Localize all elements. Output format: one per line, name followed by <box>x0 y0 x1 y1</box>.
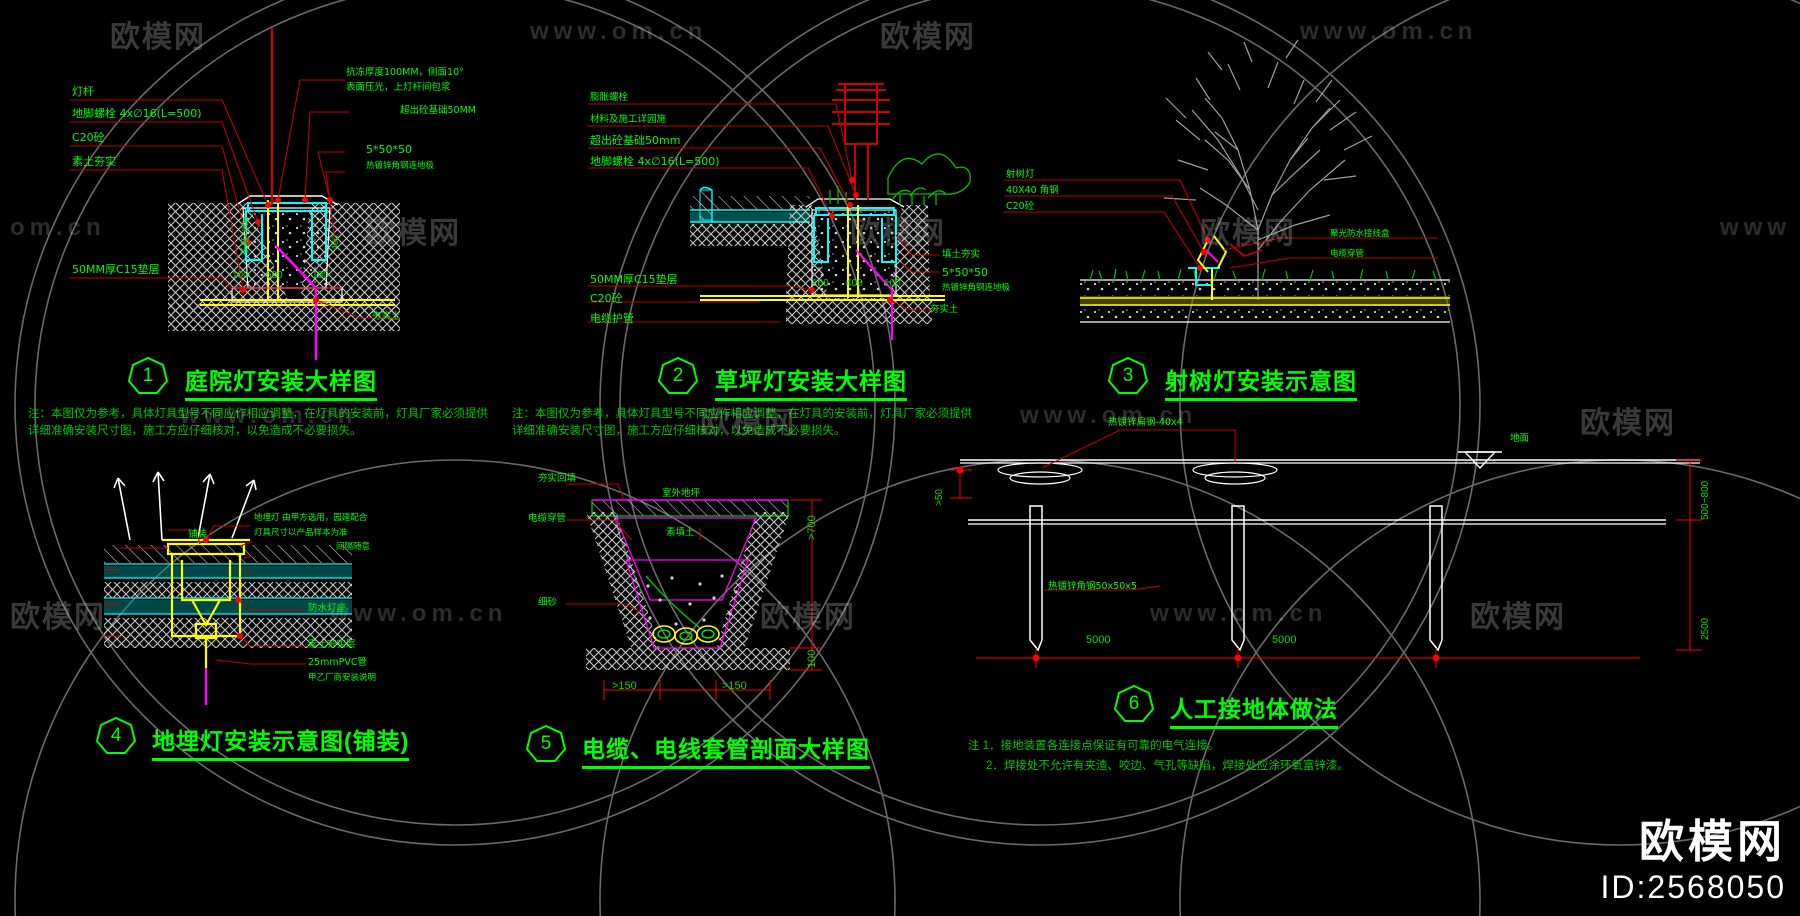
detail-2-label-conduit: 电缆护管 <box>590 312 634 325</box>
detail-3-label-2: C20砼 <box>1006 201 1035 212</box>
detail-6-number: 6 <box>1128 693 1140 714</box>
detail-5-label-2: 细砂 <box>538 597 558 608</box>
detail-4-label-bottom-note: 甲乙厂商安装说明 <box>308 673 377 683</box>
detail-1-label-bottom: 夯实土 <box>372 311 401 322</box>
detail-2-label-base: 50MM厚C15垫层 <box>590 273 678 286</box>
detail-1-label-3: 素土夯实 <box>72 155 116 168</box>
detail-5-title: 电缆、电线套管剖面大样图 <box>582 730 870 769</box>
detail-6-dim-5000a: 5000 <box>1086 634 1111 646</box>
detail-5-dim-150a: >150 <box>612 680 637 692</box>
detail-2-label-r2: 热镀锌角钢连地极 <box>942 283 1011 293</box>
site-badge: 欧模网 ID:2568050 <box>1601 816 1786 906</box>
detail-1-number: 1 <box>142 365 154 386</box>
detail-1-label-1: 地脚螺栓 4x∅16(L=500) <box>72 107 202 120</box>
detail-1-note: 注：本图仅为参考，具体灯具型号不同应作相应调整，在灯具的安装前，灯具厂家必须提供… <box>28 408 488 437</box>
detail-5-dim-150b: >150 <box>722 680 747 692</box>
detail-1-label-0: 灯杆 <box>72 85 94 98</box>
detail-4-title: 地埋灯安装示意图(铺装) <box>152 722 410 761</box>
detail-1-label-r1: 表面压光，上灯杆间包浆 <box>346 82 451 93</box>
detail-3-label-r1: 电缆穿管 <box>1330 249 1365 259</box>
detail-3-title: 射树灯安装示意图 <box>1165 362 1357 401</box>
detail-6-label-rod: 热镀锌角钢50x50x5 <box>1048 581 1137 592</box>
detail-1-label-base: 50MM厚C15垫层 <box>72 263 160 276</box>
detail-1-label-r2: 超出砼基础50MM <box>400 105 476 116</box>
detail-2-label-c20: C20砼 <box>590 292 623 305</box>
detail-2-label-r1: 5*50*50 <box>942 266 988 279</box>
detail-4-label-r2: 间隔随意 <box>336 542 371 552</box>
detail-2-dim-1: 400 <box>846 278 863 289</box>
site-badge-id: ID:2568050 <box>1600 869 1786 905</box>
detail-2-label-r0: 填土夯实 <box>942 249 981 260</box>
detail-4-label-r1: 灯具尺寸以产品样本为准 <box>254 528 348 538</box>
site-badge-title: 欧模网 <box>1638 816 1786 867</box>
detail-5-label-inner-1: 素填土 <box>666 527 695 538</box>
detail-2-number: 2 <box>672 365 684 386</box>
detail-2-label-1: 材料及施工详园施 <box>590 114 667 125</box>
detail-5-label-inner-0: 室外地坪 <box>662 488 701 499</box>
detail-6-label-top-0: 热镀锌扁钢-40x4 <box>1108 417 1183 428</box>
detail-6-note-2: 2．焊接处不允许有夹渣、咬边、气孔等缺陷，焊接处应涂环氧富锌漆。 <box>986 760 1349 772</box>
detail-2-dim-0: 100 <box>812 278 829 289</box>
detail-1-dim-100a: 100 <box>232 270 249 281</box>
detail-2-label-0: 膨胀螺栓 <box>590 92 629 103</box>
detail-4-label-r5: 25mmPVC管 <box>308 657 367 668</box>
detail-4-label-r4: 素土夯实层 <box>308 639 356 650</box>
detail-1-dim-500: 500 <box>266 270 283 281</box>
detail-3-number: 3 <box>1122 365 1134 386</box>
detail-6-label-top-1: 地面 <box>1510 433 1530 444</box>
detail-5-number: 5 <box>540 733 552 754</box>
detail-4-label-r0: 地埋灯 由甲方选用，园建配合 <box>254 513 368 523</box>
detail-5-label-1: 电缆穿管 <box>528 513 567 524</box>
detail-1-label-r4: 热镀锌角钢连地极 <box>366 161 435 171</box>
detail-2-note: 注：本图仅为参考，具体灯具型号不同应作相应调整，在灯具的安装前，灯具厂家必须提供… <box>512 408 972 437</box>
detail-1-label-2: C20砼 <box>72 131 105 144</box>
detail-2-dim-2: 100 <box>884 278 901 289</box>
detail-6-dim-5000b: 5000 <box>1272 634 1297 646</box>
detail-5-label-0: 夯实回填 <box>538 473 577 484</box>
detail-2-title: 草坪灯安装大样图 <box>715 362 907 401</box>
detail-1-title: 庭院灯安装大样图 <box>185 362 377 401</box>
detail-4-label-r3: 防水灯座 <box>308 603 347 614</box>
detail-1-label-r0: 抗冻厚度100MM，侧面10° <box>346 67 464 78</box>
detail-2-label-3: 地脚螺栓 4x∅16(L=500) <box>590 155 720 168</box>
detail-2-label-2: 超出砼基础50mm <box>590 134 681 147</box>
detail-6-title: 人工接地体做法 <box>1170 690 1338 729</box>
detail-1-label-r3: 5*50*50 <box>366 143 412 156</box>
detail-3-label-0: 射树灯 <box>1006 169 1035 180</box>
detail-4-number: 4 <box>110 725 122 746</box>
detail-4-label-top: 铺装 <box>188 529 208 540</box>
detail-3-label-1: 40X40 角钢 <box>1006 185 1059 196</box>
detail-2-label-r3: 夯实土 <box>930 304 959 315</box>
detail-6-note-1: 注 1．接地装置各连接点保证有可靠的电气连接。 <box>968 740 1220 752</box>
detail-1-dim-100b: 100 <box>312 270 329 281</box>
detail-3-label-r0: 聚光防水接线盒 <box>1330 229 1390 239</box>
